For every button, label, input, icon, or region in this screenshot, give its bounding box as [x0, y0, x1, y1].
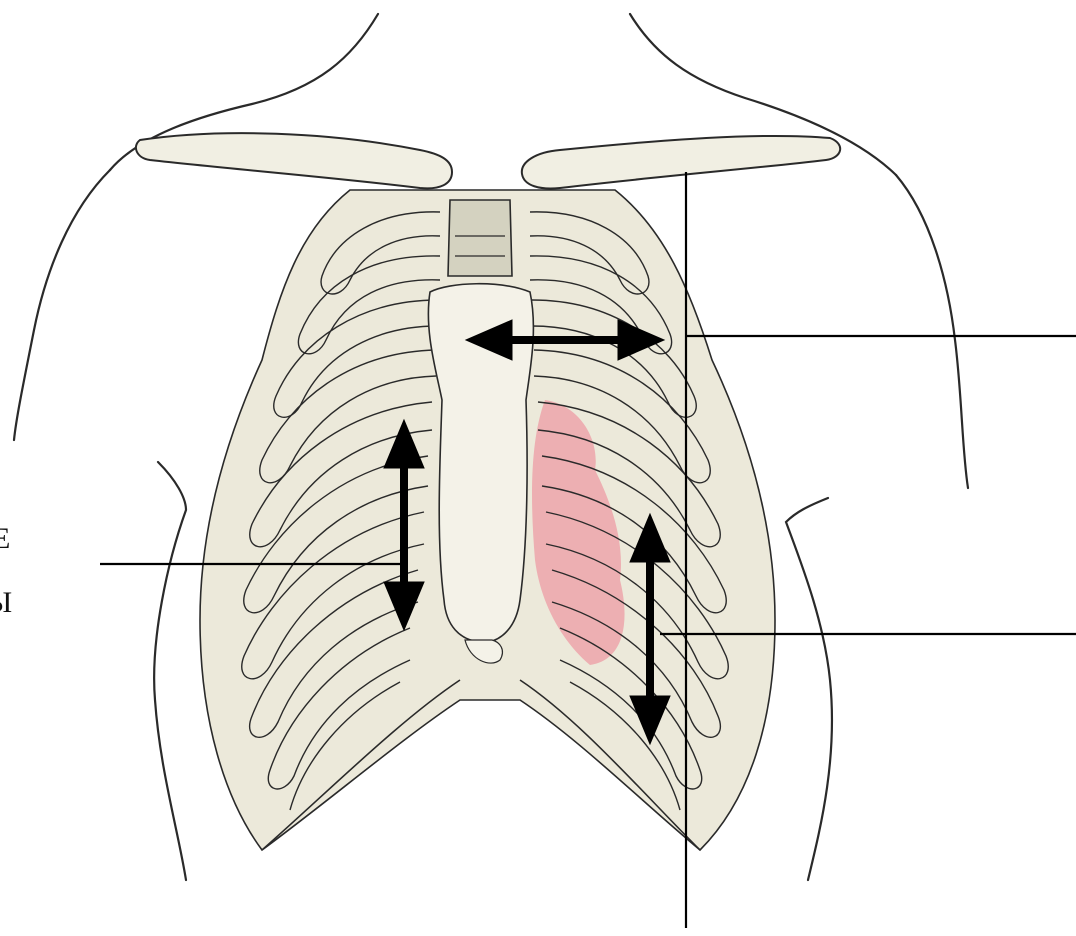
arm-right [786, 498, 832, 880]
clavicles [136, 133, 840, 188]
clavicle-left [136, 133, 452, 188]
left-label-line-2: Ы [0, 588, 13, 618]
vertebra [448, 200, 512, 276]
clavicle-right [522, 136, 840, 189]
rib-cage [200, 190, 775, 850]
shoulder-right [896, 175, 968, 488]
arm-left [154, 462, 186, 880]
left-label-line-1: Е [0, 524, 11, 554]
shoulder-left [14, 170, 110, 440]
